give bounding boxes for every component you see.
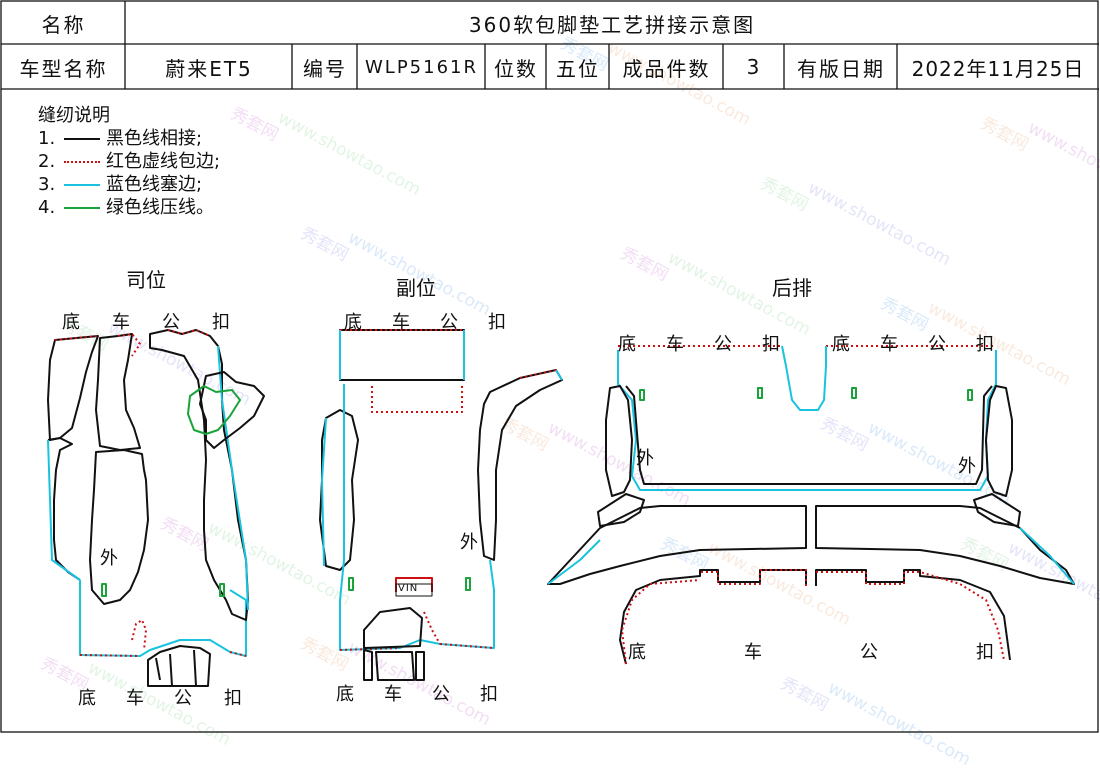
diagram-frame [0,0,1099,733]
rear-bottom-gong: 公 [860,642,878,663]
section-driver: 司位 [126,268,166,292]
note-number: 4. [38,197,56,218]
rear-right-gong: 公 [928,334,946,355]
driver-bottom-kou: 扣 [224,688,242,709]
driver-top-kou: 扣 [212,312,230,333]
rear-left-wai: 外 [636,448,654,469]
note-text: 蓝色线塞边; [106,174,203,195]
rear-right-wai: 外 [958,456,976,477]
passenger-top-di: 底 [344,312,362,333]
note-number: 2. [38,151,56,172]
date-label: 有版日期 [797,56,885,81]
date-value: 2022年11月25日 [911,56,1085,81]
rear-bottom-di: 底 [628,642,646,663]
blue-line-swatch [64,183,100,186]
passenger-bottom-gong: 公 [432,684,450,705]
driver-bottom-gong: 公 [174,688,192,709]
pieces-value: 3 [746,55,762,79]
rear-left-di: 底 [618,334,636,355]
code-value: WLP5161R [365,56,478,78]
note-number: 3. [38,174,56,195]
passenger-mat [319,329,563,681]
black-line-swatch [64,137,100,140]
rear-bottom-kou: 扣 [976,642,994,663]
section-rear: 后排 [772,276,812,300]
name-label: 名称 [41,12,86,37]
sewing-notes: 缝纫说明 1. 黑色线相接; 2. 红色虚线包边; 3. 蓝色线塞边; 4. 绿… [38,104,220,219]
red-dotted-swatch [64,160,100,163]
seats-label: 位数 [494,56,538,81]
note-item: 2. 红色虚线包边; [38,150,220,173]
rear-left-kou: 扣 [762,334,780,355]
code-label: 编号 [303,56,347,81]
rear-right-kou: 扣 [976,334,994,355]
rear-bottom-che: 车 [744,642,762,663]
notes-title: 缝纫说明 [38,105,110,126]
section-passenger: 副位 [396,276,436,300]
driver-wai: 外 [100,548,118,569]
seats-value: 五位 [556,56,600,81]
driver-top-che: 车 [112,312,130,333]
rear-right-che: 车 [880,334,898,355]
passenger-top-gong: 公 [440,312,458,333]
rear-right-di: 底 [832,334,850,355]
driver-bottom-che: 车 [126,688,144,709]
passenger-top-che: 车 [392,312,410,333]
driver-top-gong: 公 [162,312,180,333]
note-item: 1. 黑色线相接; [38,127,220,150]
note-item: 4. 绿色线压线。 [38,196,220,219]
passenger-top-kou: 扣 [488,312,506,333]
green-line-swatch [64,206,100,209]
passenger-bottom-che: 车 [384,684,402,705]
pieces-label: 成品件数 [622,56,711,81]
note-text: 绿色线压线。 [106,197,214,218]
driver-top-di: 底 [62,312,80,333]
page-title: 360软包脚垫工艺拼接示意图 [468,12,756,37]
driver-mat [47,329,265,687]
model-label: 车型名称 [19,56,108,81]
passenger-wai: 外 [460,532,478,553]
passenger-bottom-kou: 扣 [480,684,498,705]
note-text: 黑色线相接; [106,128,203,149]
note-number: 1. [38,128,56,149]
vin-label: VIN [398,583,419,594]
rear-left-gong: 公 [714,334,732,355]
note-text: 红色虚线包边; [106,151,221,172]
model-value: 蔚来ET5 [165,56,253,81]
driver-bottom-di: 底 [78,688,96,709]
rear-mat [547,345,1075,665]
passenger-bottom-di: 底 [336,684,354,705]
rear-left-che: 车 [666,334,684,355]
note-item: 3. 蓝色线塞边; [38,173,220,196]
